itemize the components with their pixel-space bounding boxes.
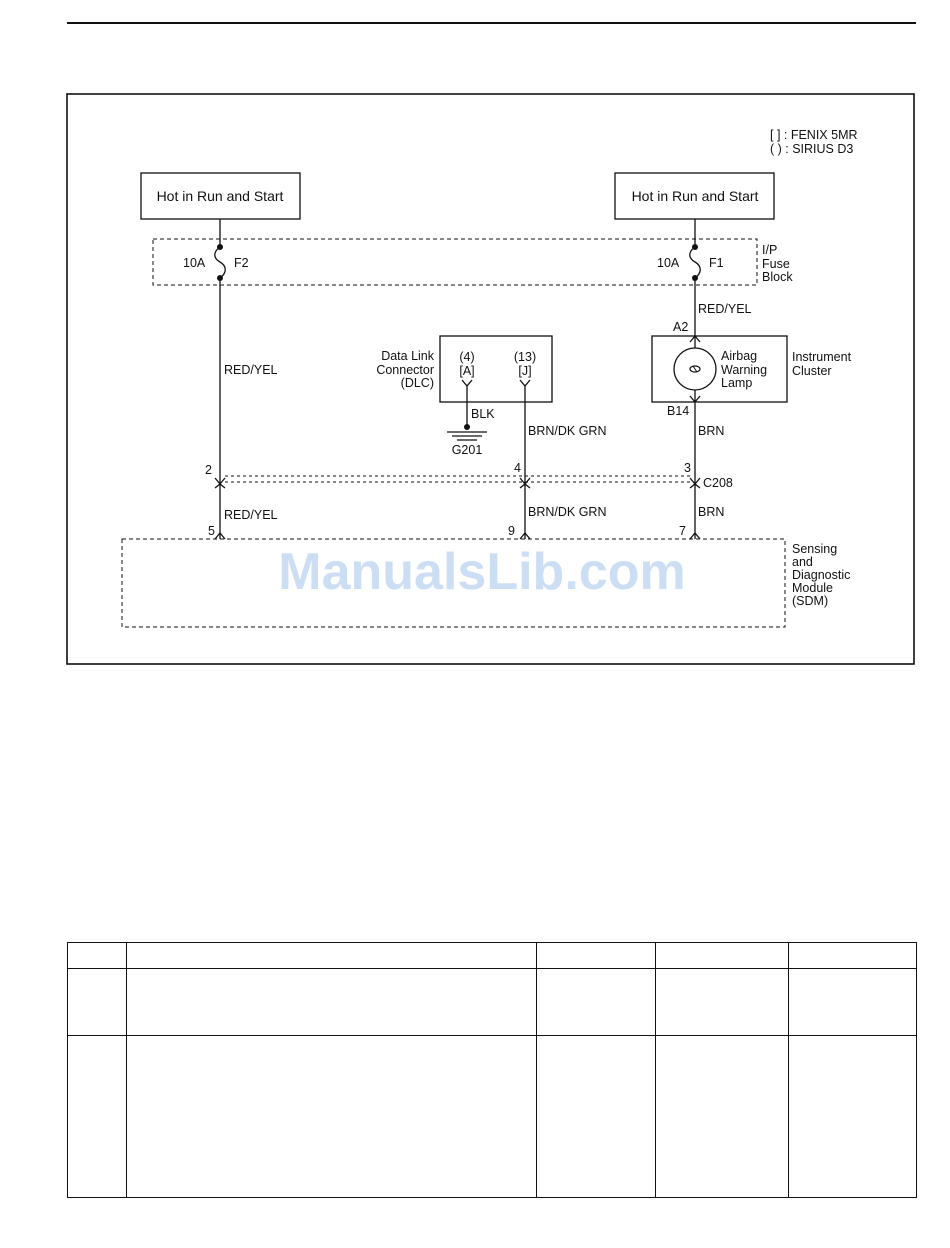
c208-outline [225, 475, 693, 483]
cluster-pin-b14: B14 [667, 404, 689, 418]
dlc-pin-a-label-1: (4) [459, 350, 474, 364]
wire-dlc-signal-color: BRN/DK GRN [528, 424, 606, 438]
sdm-pin-9: 9 [508, 524, 515, 538]
sdm-pin-7-connector [689, 531, 701, 540]
dlc-label-3: (DLC) [401, 376, 434, 390]
table-cell [67, 942, 127, 969]
wire-left-top-color: RED/YEL [224, 363, 278, 377]
airbag-lamp-filament-lead [692, 365, 698, 373]
ground-splice-dot [464, 424, 470, 430]
wire-mid-bottom-color: BRN/DK GRN [528, 505, 606, 519]
fuse-block-label-2: Fuse [762, 257, 790, 271]
diagram-frame [66, 93, 915, 665]
table-row [67, 1035, 917, 1198]
lamp-label-3: Lamp [721, 376, 752, 390]
cluster-label-1: Instrument [792, 350, 852, 364]
c208-pin-2: 2 [205, 463, 212, 477]
power-box-left [140, 172, 301, 220]
c208-label: C208 [703, 476, 733, 490]
fuse-left-rating: 10A [183, 256, 206, 270]
table-header-row [67, 942, 917, 969]
fuse-right-rating: 10A [657, 256, 680, 270]
wire-left-bottom-color: RED/YEL [224, 508, 278, 522]
table-cell [67, 1035, 127, 1198]
fuse-block-label-1: I/P [762, 243, 777, 257]
table-cell [126, 1035, 537, 1198]
wire-cluster-out-color: BRN [698, 424, 724, 438]
power-box-left-label: Hot in Run and Start [157, 188, 284, 204]
cluster-label-2: Cluster [792, 364, 832, 378]
watermark: ManualsLib.com [278, 543, 685, 601]
airbag-lamp-filament [689, 365, 701, 373]
sdm-pin-5: 5 [208, 524, 215, 538]
dlc-pin-b-label-1: (13) [514, 350, 536, 364]
fuse-right-symbol [689, 246, 701, 279]
sdm-pin-7: 7 [679, 524, 686, 538]
fuse-left-symbol [214, 246, 226, 279]
c208-pin-4: 4 [514, 461, 521, 475]
table-cell [655, 942, 789, 969]
ground-label: G201 [452, 443, 483, 457]
sdm-label-5: (SDM) [792, 594, 828, 608]
legend-fenix: [ ] : FENIX 5MR [770, 128, 858, 142]
table-cell [788, 968, 917, 1036]
sdm-pin-5-connector [214, 531, 226, 540]
lamp-label-1: Airbag [721, 349, 757, 363]
sdm-label-4: Module [792, 581, 833, 595]
table-cell [788, 942, 917, 969]
fuse-right-id: F1 [709, 256, 724, 270]
table-cell [536, 942, 656, 969]
legend-sirius: ( ) : SIRIUS D3 [770, 142, 853, 156]
dlc-box [439, 335, 553, 403]
fuse-left-id: F2 [234, 256, 249, 270]
wiring-diagram: [ ] : FENIX 5MR ( ) : SIRIUS D3 Hot in R… [66, 93, 915, 665]
table-cell [67, 968, 127, 1036]
dlc-pin-b-label-2: [J] [518, 364, 531, 378]
table-cell [536, 968, 656, 1036]
table-cell [655, 1035, 789, 1198]
sdm-label-1: Sensing [792, 542, 837, 556]
table-cell [788, 1035, 917, 1198]
dlc-label-1: Data Link [381, 349, 435, 363]
sdm-label-3: Diagnostic [792, 568, 850, 582]
sdm-label-2: and [792, 555, 813, 569]
table-cell [655, 968, 789, 1036]
table-cell [536, 1035, 656, 1198]
page-header-rule [67, 22, 916, 24]
table-cell [126, 942, 537, 969]
dlc-pin-a-label-2: [A] [459, 364, 474, 378]
sdm-outline [121, 538, 786, 628]
sdm-pin-9-connector [519, 531, 531, 540]
lamp-label-2: Warning [721, 363, 767, 377]
cluster-pin-a2: A2 [673, 320, 688, 334]
c208-pin-3: 3 [684, 461, 691, 475]
power-box-right-label: Hot in Run and Start [632, 188, 759, 204]
table-cell [126, 968, 537, 1036]
fuse-block-outline [152, 238, 758, 286]
wire-dlc-ground-color: BLK [471, 407, 495, 421]
diagnostic-table [67, 942, 917, 1198]
table-row [67, 968, 917, 1036]
dlc-label-2: Connector [376, 363, 434, 377]
wire-right-top-color: RED/YEL [698, 302, 752, 316]
wire-right-bottom-color: BRN [698, 505, 724, 519]
fuse-block-label-3: Block [762, 270, 793, 284]
